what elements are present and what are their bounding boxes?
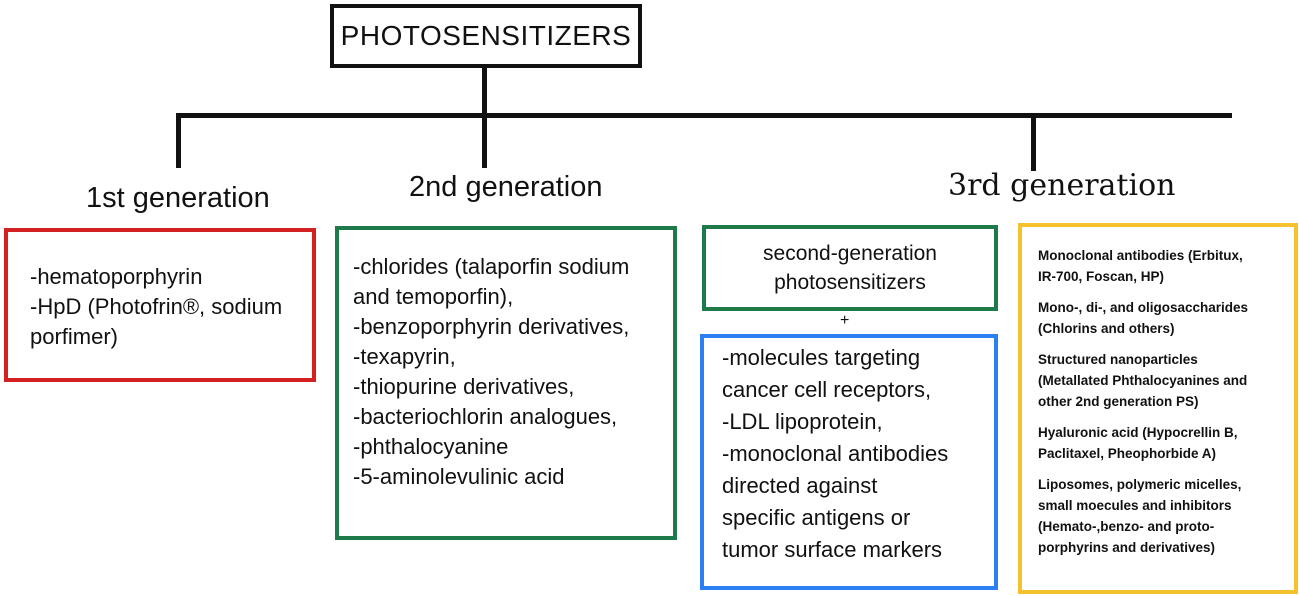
list-item: IR-700, Foscan, HP)	[1038, 269, 1165, 284]
branch-2nd-line	[482, 113, 487, 168]
list-item: -5-aminolevulinic acid	[353, 464, 565, 489]
list-item: -bacteriochlorin analogues,	[353, 404, 618, 429]
gen2-label: 2nd generation	[409, 171, 603, 203]
base-line: photosensitizers	[774, 271, 926, 294]
list-item: small moecules and inhibitors	[1038, 498, 1232, 513]
carrier-group: Structured nanoparticles (Metallated Pht…	[1038, 349, 1286, 412]
horizontal-branch-line	[176, 113, 1232, 118]
first-generation-box: -hematoporphyrin -HpD (Photofrin®, sodiu…	[4, 228, 316, 382]
list-item: porphyrins and derivatives)	[1038, 540, 1216, 555]
carrier-group: Hyaluronic acid (Hypocrellin B, Paclitax…	[1038, 422, 1286, 464]
gen3-label: 3rd generation	[948, 168, 1176, 203]
list-item: Liposomes, polymeric micelles,	[1038, 477, 1242, 492]
list-item: -phthalocyanine	[353, 434, 509, 459]
list-item: tumor surface markers	[722, 537, 943, 562]
branch-1st-line	[176, 113, 181, 168]
list-item: -HpD (Photofrin®, sodium	[30, 294, 283, 319]
list-item: (Chlorins and others)	[1038, 321, 1175, 336]
list-item: cancer cell receptors,	[722, 377, 932, 402]
list-item: (Hemato-,benzo- and proto-	[1038, 519, 1215, 534]
list-item: Structured nanoparticles	[1038, 352, 1198, 367]
plus-sign: +	[840, 312, 850, 329]
list-item: Hyaluronic acid (Hypocrellin B,	[1038, 425, 1238, 440]
targeting-box: -molecules targeting cancer cell recepto…	[700, 334, 998, 590]
list-item: Mono-, di-, and oligosaccharides	[1038, 300, 1249, 315]
carriers-box: Monoclonal antibodies (Erbitux, IR-700, …	[1018, 223, 1298, 594]
trunk-line	[482, 66, 487, 118]
list-item: -molecules targeting	[722, 345, 921, 370]
carrier-group: Monoclonal antibodies (Erbitux, IR-700, …	[1038, 245, 1286, 287]
carrier-group: Mono-, di-, and oligosaccharides (Chlori…	[1038, 297, 1286, 339]
second-generation-box: -chlorides (talaporfin sodium and temopo…	[335, 226, 677, 540]
list-item: -monoclonal antibodies	[722, 441, 949, 466]
title-text: PHOTOSENSITIZERS	[340, 20, 632, 51]
list-item: -LDL lipoprotein,	[722, 409, 883, 434]
base-line: second-generation	[763, 242, 937, 265]
list-item: directed against	[722, 473, 878, 498]
list-item: -benzoporphyrin derivatives,	[353, 314, 630, 339]
list-item: -thiopurine derivatives,	[353, 374, 575, 399]
list-item: specific antigens or	[722, 505, 911, 530]
list-item: and temoporfin),	[353, 284, 514, 309]
list-item: porfimer)	[30, 324, 119, 349]
list-item: other 2nd generation PS)	[1038, 394, 1199, 409]
list-item: Paclitaxel, Pheophorbide A)	[1038, 446, 1217, 461]
list-item: -hematoporphyrin	[30, 264, 203, 289]
list-item: -texapyrin,	[353, 344, 456, 369]
list-item: -chlorides (talaporfin sodium	[353, 254, 630, 279]
list-item: Monoclonal antibodies (Erbitux,	[1038, 248, 1243, 263]
carrier-group: Liposomes, polymeric micelles, small moe…	[1038, 474, 1286, 558]
title-box: PHOTOSENSITIZERS	[330, 4, 642, 68]
list-item: (Metallated Phthalocyanines and	[1038, 373, 1248, 388]
gen1-label: 1st generation	[86, 182, 270, 214]
branch-3rd-line	[1031, 113, 1036, 171]
third-generation-base-box: second-generation photosensitizers	[702, 225, 998, 311]
